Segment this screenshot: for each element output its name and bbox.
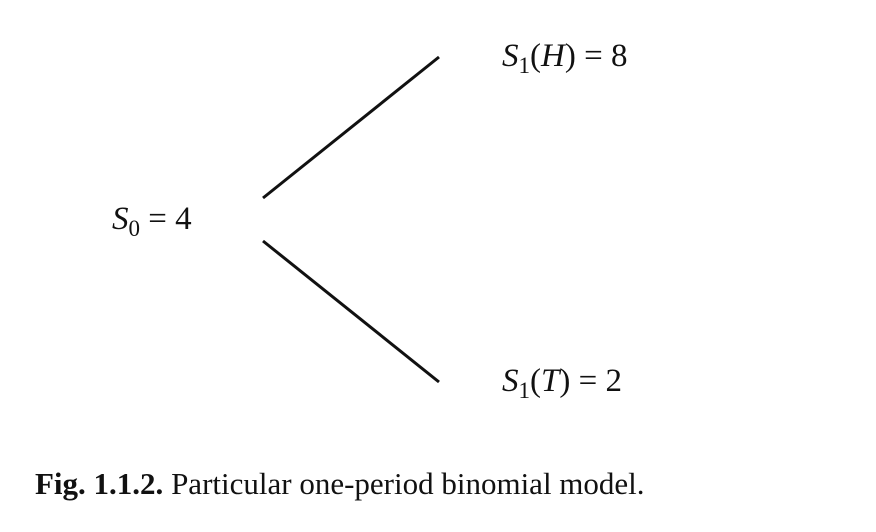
down-value: 2: [605, 363, 622, 399]
up-value: 8: [611, 38, 628, 74]
up-argument: H: [540, 38, 567, 74]
up-node-label: S1(H) = 8: [502, 38, 627, 78]
down-symbol: S: [502, 363, 519, 399]
root-value: 4: [175, 201, 192, 237]
figure-number: Fig. 1.1.2.: [35, 466, 164, 501]
up-symbol: S: [502, 38, 519, 74]
root-symbol: S: [112, 201, 129, 237]
root-subscript: 0: [129, 216, 141, 241]
figure-caption: Fig. 1.1.2. Particular one-period binomi…: [35, 466, 855, 502]
root-node-label: S0 = 4: [112, 201, 192, 241]
up-branch-line: [262, 55, 440, 200]
down-branch-line: [262, 239, 440, 384]
caption-text: Particular one-period binomial model.: [171, 466, 645, 501]
down-node-label: S1(T) = 2: [502, 363, 622, 403]
up-subscript: 1: [519, 53, 531, 78]
down-subscript: 1: [519, 378, 531, 403]
down-argument: T: [541, 363, 562, 399]
